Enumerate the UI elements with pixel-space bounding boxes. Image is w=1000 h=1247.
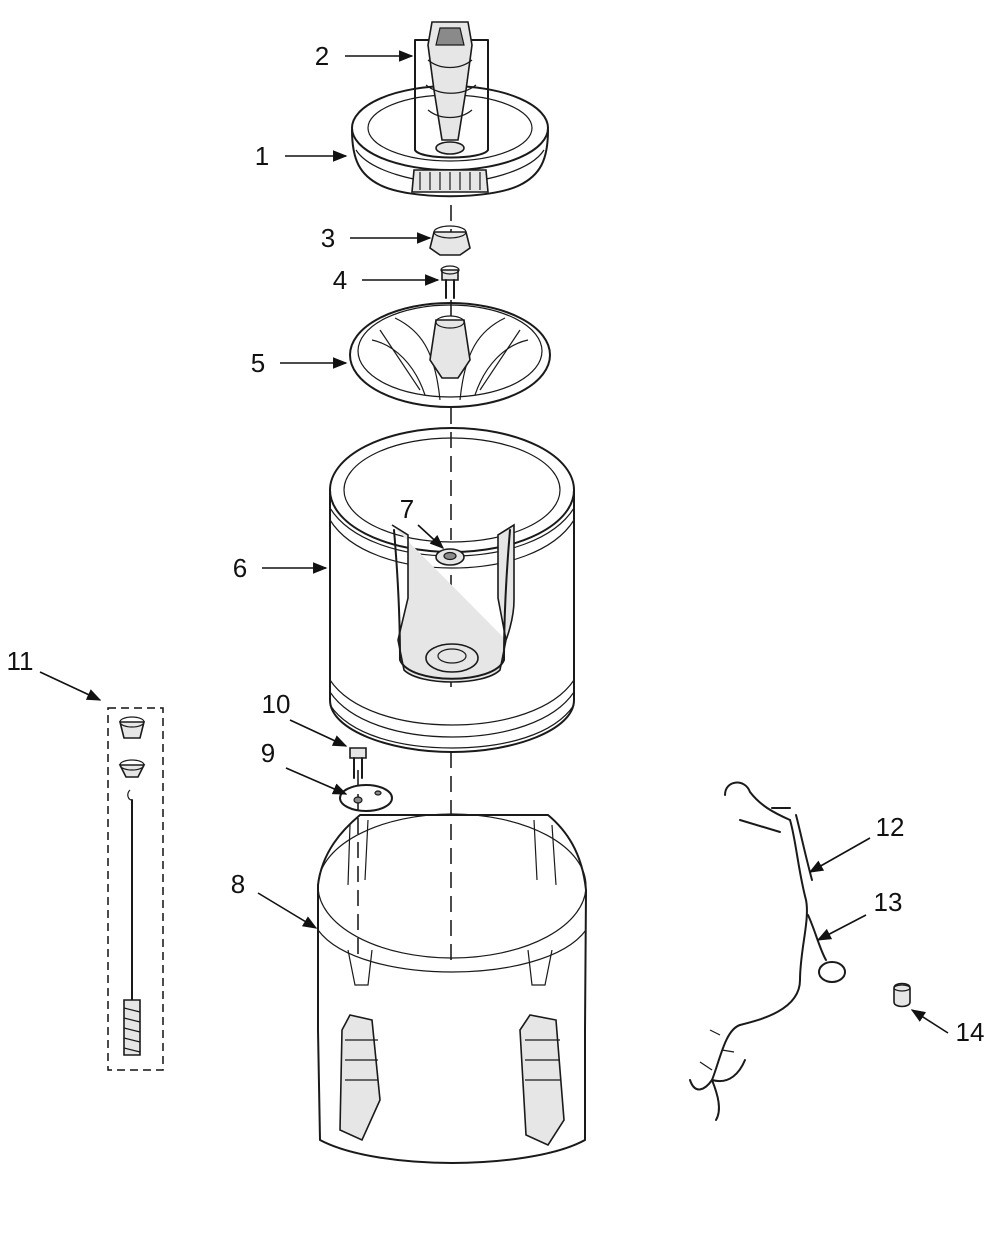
leader-arrows: [39, 50, 949, 1034]
part-7-bushing: [435, 548, 465, 566]
callout-12: 12: [876, 812, 905, 842]
part-3-cap: [429, 225, 471, 256]
callout-6: 6: [233, 553, 247, 583]
part-8-outer-tub: [317, 813, 587, 1164]
callout-14: 14: [956, 1017, 985, 1047]
callout-9: 9: [261, 738, 275, 768]
part-4-bolt: [440, 265, 460, 299]
callout-8: 8: [231, 869, 245, 899]
callout-7: 7: [400, 494, 414, 524]
callout-10: 10: [262, 689, 291, 719]
callout-3: 3: [321, 223, 335, 253]
callout-5: 5: [251, 348, 265, 378]
callout-11: 11: [7, 646, 34, 676]
callout-2: 2: [315, 41, 329, 71]
part-6-inner-basket: [329, 427, 575, 753]
part-1-top-ring: [351, 85, 549, 198]
part-10-screw: [349, 747, 367, 779]
callout-1: 1: [255, 141, 269, 171]
part-9-plate: [339, 784, 393, 812]
part-5-impeller: [349, 302, 551, 408]
callout-4: 4: [333, 265, 347, 295]
part-2-agitator: [414, 21, 489, 159]
part-11-suspension-rod: [107, 707, 164, 1071]
callout-13: 13: [874, 887, 903, 917]
